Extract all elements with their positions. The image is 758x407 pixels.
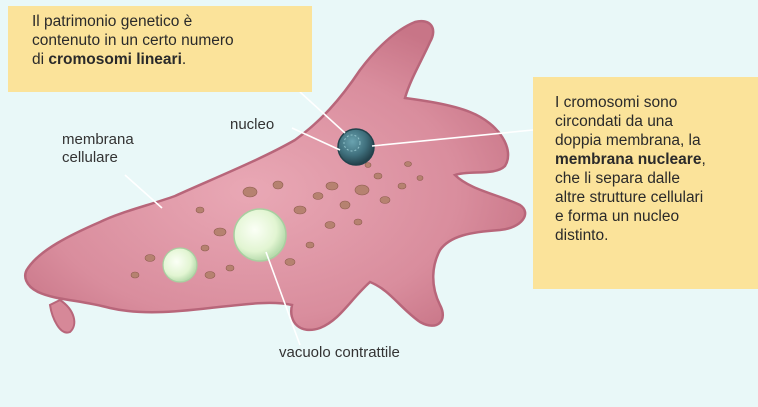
- callout-cromosomi-lineari: Il patrimonio genetico è contenuto in un…: [8, 6, 312, 92]
- callout-text: di: [32, 51, 48, 68]
- granule: [145, 255, 155, 262]
- contractile-vacuole: [234, 209, 286, 261]
- callout-membrana-nucleare: I cromosomi sono circondati da una doppi…: [533, 77, 758, 289]
- granule: [354, 219, 362, 225]
- granule: [226, 265, 234, 271]
- granule: [306, 242, 314, 248]
- callout-line: e forma un nucleo: [555, 207, 752, 226]
- granule: [205, 272, 215, 279]
- granule: [313, 193, 323, 200]
- callout-line: altre strutture cellulari: [555, 188, 752, 207]
- granule: [285, 259, 295, 266]
- granule: [405, 162, 412, 167]
- label-line: cellulare: [62, 149, 134, 167]
- granule: [398, 183, 406, 189]
- pseudopod: [50, 300, 74, 333]
- callout-line: I cromosomi sono: [555, 93, 752, 112]
- callout-line: Il patrimonio genetico è: [32, 12, 302, 31]
- callout-text: ,: [701, 151, 705, 168]
- granule: [326, 182, 338, 190]
- granule: [131, 272, 139, 278]
- granule: [273, 181, 283, 189]
- callout-bold-term: membrana nucleare: [555, 151, 701, 168]
- granule: [355, 185, 369, 195]
- granule: [201, 245, 209, 251]
- granule: [374, 173, 382, 179]
- callout-line: circondati da una: [555, 112, 752, 131]
- callout-line: che li separa dalle: [555, 169, 752, 188]
- vacuole: [163, 248, 197, 282]
- callout-bold-term: cromosomi lineari: [48, 51, 182, 68]
- leader-line-membrana-cellulare: [125, 175, 162, 208]
- granule: [196, 207, 204, 213]
- callout-line: membrana nucleare,: [555, 150, 752, 169]
- granule: [294, 206, 306, 214]
- callout-line: contenuto in un certo numero: [32, 31, 302, 50]
- granule: [340, 201, 350, 209]
- granule: [365, 163, 371, 168]
- callout-line: di cromosomi lineari.: [32, 50, 302, 69]
- label-vacuolo-contrattile: vacuolo contrattile: [279, 344, 400, 362]
- label-nucleo: nucleo: [230, 116, 274, 134]
- granule: [417, 176, 423, 181]
- label-membrana-cellulare: membrana cellulare: [62, 131, 134, 167]
- granule: [325, 222, 335, 229]
- callout-text: .: [182, 51, 186, 68]
- granule: [214, 228, 226, 236]
- callout-line: doppia membrana, la: [555, 131, 752, 150]
- callout-line: distinto.: [555, 226, 752, 245]
- nucleus: [338, 129, 374, 165]
- label-line: membrana: [62, 131, 134, 149]
- granule: [243, 187, 257, 197]
- granule: [380, 197, 390, 204]
